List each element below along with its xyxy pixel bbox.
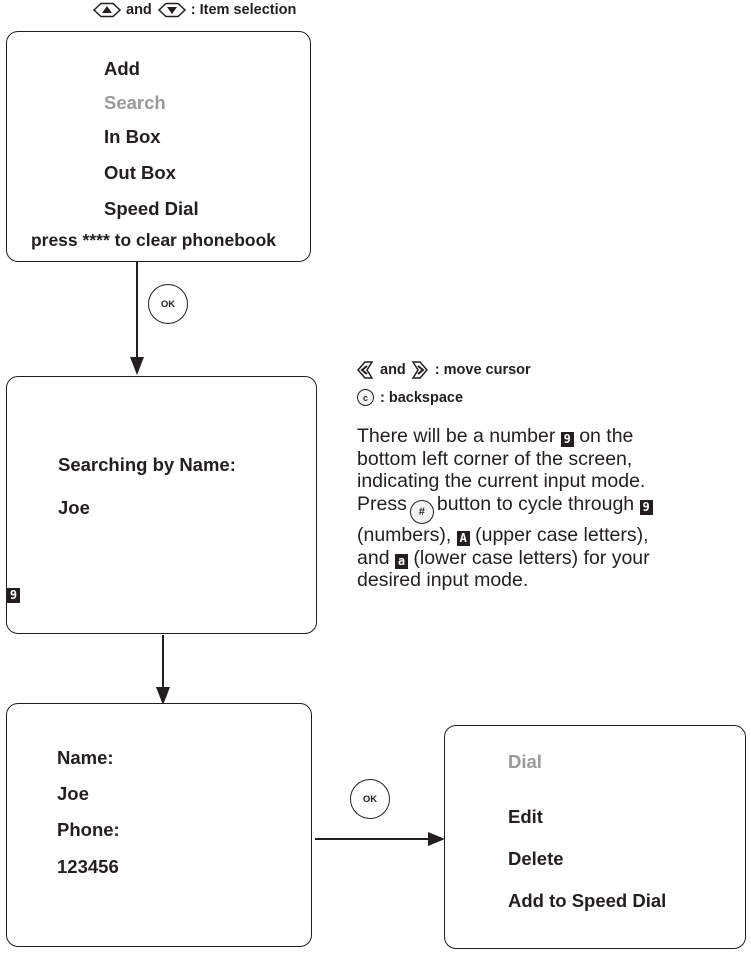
c-button-icon: C (357, 389, 374, 406)
backspace-hint-text: : backspace (380, 389, 464, 406)
contact-result-screen: Name: Joe Phone: 123456 (6, 703, 312, 947)
number-mode-badge: 9 (639, 499, 653, 515)
phone-label: Phone: (57, 819, 120, 840)
cursor-hint-connector: and (380, 362, 406, 378)
ok-button[interactable]: OK (148, 284, 188, 324)
cursor-hint-text: : move cursor (434, 362, 531, 378)
phone-value: 123456 (57, 856, 119, 877)
search-screen: Searching by Name: Joe 9 (6, 376, 317, 634)
menu-item-speed-dial[interactable]: Speed Dial (104, 198, 199, 219)
menu-item-in-box[interactable]: In Box (104, 126, 161, 147)
hint-text: : Item selection (190, 2, 297, 18)
option-dial[interactable]: Dial (508, 751, 542, 772)
ok-label: OK (160, 298, 176, 310)
number-mode-badge: 9 (560, 432, 574, 447)
input-mode-indicator: 9 (7, 585, 20, 603)
menu-item-out-box[interactable]: Out Box (104, 162, 176, 183)
move-cursor-hint: and : move cursor (356, 361, 531, 379)
up-button-icon (92, 2, 122, 18)
option-add-to-speed-dial[interactable]: Add to Speed Dial (508, 890, 667, 911)
ok-label: OK (362, 793, 378, 805)
clear-phonebook-note: press **** to clear phonebook (30, 230, 277, 250)
search-query[interactable]: Joe (58, 497, 90, 518)
lower-case-mode-badge: a (394, 553, 408, 569)
left-button-icon (357, 361, 374, 379)
search-title: Searching by Name: (58, 454, 236, 475)
arrow-head (428, 832, 445, 846)
phonebook-menu-screen: Add Search In Box Out Box Speed Dial pre… (6, 31, 311, 262)
menu-item-add[interactable]: Add (104, 58, 140, 79)
hint-connector: and (126, 2, 152, 18)
name-label: Name: (57, 747, 114, 768)
contact-options-screen: Dial Edit Delete Add to Speed Dial (444, 725, 746, 949)
option-edit[interactable]: Edit (508, 806, 543, 827)
ok-button[interactable]: OK (350, 779, 390, 819)
arrow-head (156, 687, 170, 705)
arrow-head (130, 357, 144, 375)
right-button-icon (411, 361, 428, 379)
backspace-hint: C : backspace (357, 389, 463, 406)
name-value: Joe (57, 783, 89, 804)
item-selection-hint: and : Item selection (92, 2, 296, 18)
hash-key-icon: # (409, 500, 434, 525)
input-mode-description: There will be a number 9 on the bottom l… (357, 425, 747, 592)
menu-item-search[interactable]: Search (104, 92, 166, 113)
upper-case-mode-badge: A (456, 531, 470, 547)
down-button-icon (157, 2, 186, 18)
option-delete[interactable]: Delete (508, 848, 564, 869)
